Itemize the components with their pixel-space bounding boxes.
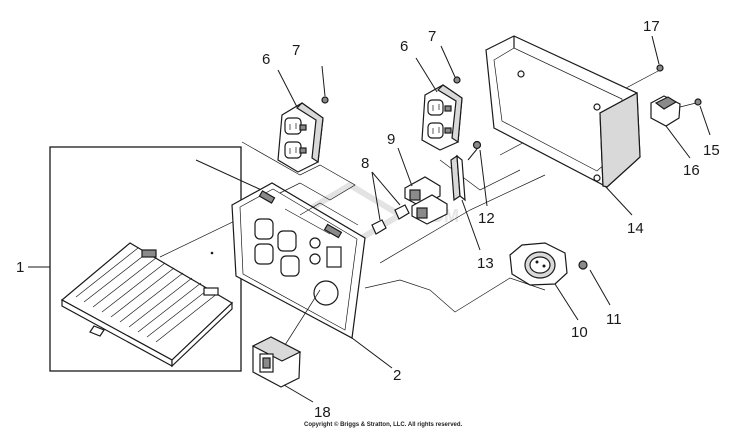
label-11: 11 bbox=[606, 311, 622, 328]
part-screw-17 bbox=[651, 35, 664, 72]
part-screw-right bbox=[440, 45, 461, 84]
label-6-right: 6 bbox=[400, 38, 408, 55]
part-breakers-small bbox=[371, 171, 410, 235]
part-screw-12 bbox=[467, 140, 488, 207]
label-2: 2 bbox=[393, 367, 401, 384]
label-15: 15 bbox=[703, 142, 720, 159]
part-screw-15 bbox=[694, 98, 711, 136]
part-rear-housing bbox=[485, 35, 641, 216]
label-12: 12 bbox=[478, 210, 495, 227]
label-8: 8 bbox=[361, 155, 369, 172]
part-rocker-switch bbox=[251, 336, 314, 403]
part-nut bbox=[578, 260, 611, 306]
label-7-right: 7 bbox=[428, 28, 436, 45]
label-16: 16 bbox=[683, 162, 700, 179]
label-14: 14 bbox=[627, 220, 644, 237]
part-outlet-right bbox=[415, 57, 463, 151]
label-6-left: 6 bbox=[262, 51, 270, 68]
label-13: 13 bbox=[477, 255, 494, 272]
label-9: 9 bbox=[387, 131, 395, 148]
part-twistlock-outlet bbox=[509, 242, 579, 321]
label-1: 1 bbox=[16, 259, 24, 276]
part-bracket-bar bbox=[450, 154, 481, 251]
label-10: 10 bbox=[571, 324, 588, 341]
part-breakers bbox=[397, 147, 448, 225]
label-17: 17 bbox=[643, 18, 660, 35]
part-cover bbox=[60, 159, 269, 368]
label-18: 18 bbox=[314, 404, 331, 421]
part-connector bbox=[650, 95, 691, 159]
part-screw-left bbox=[321, 65, 329, 104]
part-front-panel bbox=[231, 182, 393, 369]
part-outlet-left bbox=[277, 69, 324, 173]
copyright-text: Copyright © Briggs & Stratton, LLC. All … bbox=[304, 421, 463, 428]
label-7-left: 7 bbox=[292, 42, 300, 59]
reference-labels: 1 2 6 7 6 7 8 9 10 11 12 13 14 15 16 17 … bbox=[16, 18, 720, 421]
